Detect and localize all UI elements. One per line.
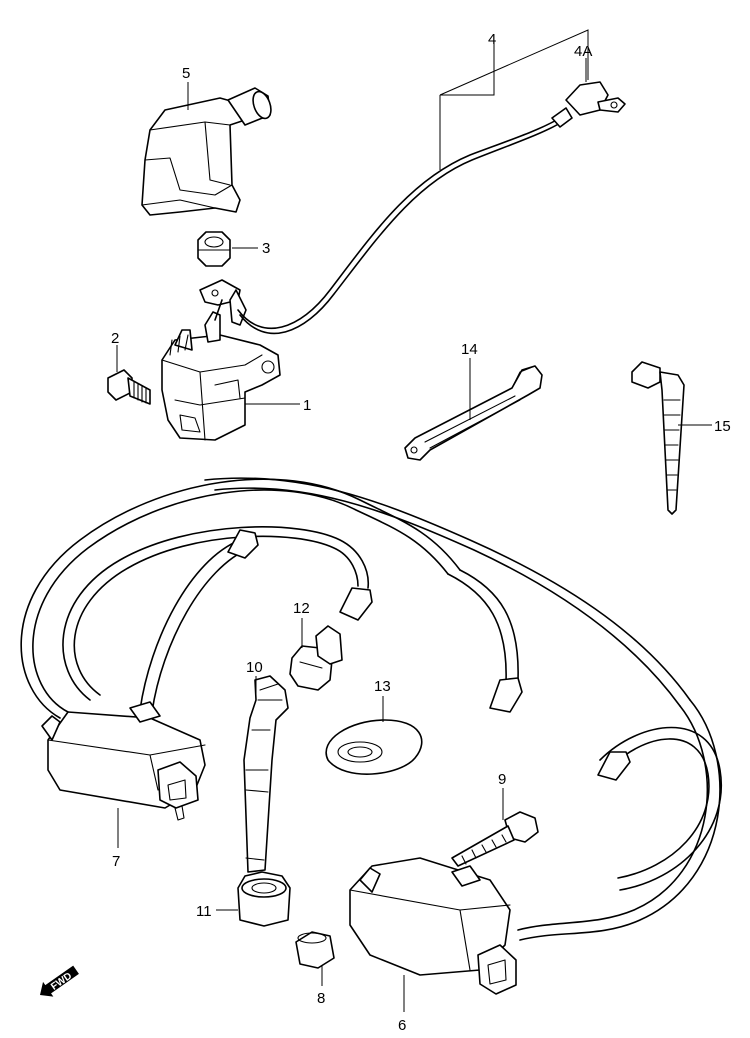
callout-11: 11 xyxy=(196,903,212,920)
callout-4a: 4A xyxy=(574,43,592,60)
callout-15: 15 xyxy=(714,418,731,435)
callout-10: 10 xyxy=(246,659,263,676)
part-13-grommet[interactable] xyxy=(325,719,423,775)
part-8-spacer[interactable] xyxy=(295,931,335,969)
callout-5: 5 xyxy=(182,65,190,82)
part-10-plug-cap[interactable] xyxy=(243,675,289,873)
callout-4: 4 xyxy=(488,31,496,48)
part-5-relay-cover[interactable] xyxy=(141,87,274,216)
fwd-arrow-icon xyxy=(40,965,79,997)
callout-2: 2 xyxy=(111,330,119,347)
part-1-starter-relay[interactable] xyxy=(161,279,281,441)
leader-lines xyxy=(116,29,712,1012)
callout-labels: 5 3 1 2 4 4A 14 15 12 10 13 9 7 11 8 6 xyxy=(111,31,731,1034)
callout-3: 3 xyxy=(262,240,270,257)
part-3-nut[interactable] xyxy=(197,231,231,267)
part-4-lead-wire[interactable] xyxy=(237,81,626,335)
callout-6: 6 xyxy=(398,1017,406,1034)
callout-13: 13 xyxy=(374,678,391,695)
part-6-ignition-coil[interactable] xyxy=(349,857,517,995)
part-15-cable-tie[interactable] xyxy=(631,361,685,515)
part-2-bolt[interactable] xyxy=(107,369,151,405)
part-12-holder[interactable] xyxy=(289,625,343,691)
ignition-cords xyxy=(20,477,723,941)
part-9-bolt[interactable] xyxy=(451,811,539,867)
callout-8: 8 xyxy=(317,990,325,1007)
callout-14: 14 xyxy=(461,341,478,358)
fwd-badge: FWD xyxy=(40,965,79,997)
callout-12: 12 xyxy=(293,600,310,617)
callout-1: 1 xyxy=(303,397,311,414)
callout-7: 7 xyxy=(112,853,120,870)
callout-9: 9 xyxy=(498,771,506,788)
part-11-cap-cover[interactable] xyxy=(237,871,291,927)
part-7-ignition-coil[interactable] xyxy=(41,701,206,821)
part-14-clamp[interactable] xyxy=(404,365,543,461)
